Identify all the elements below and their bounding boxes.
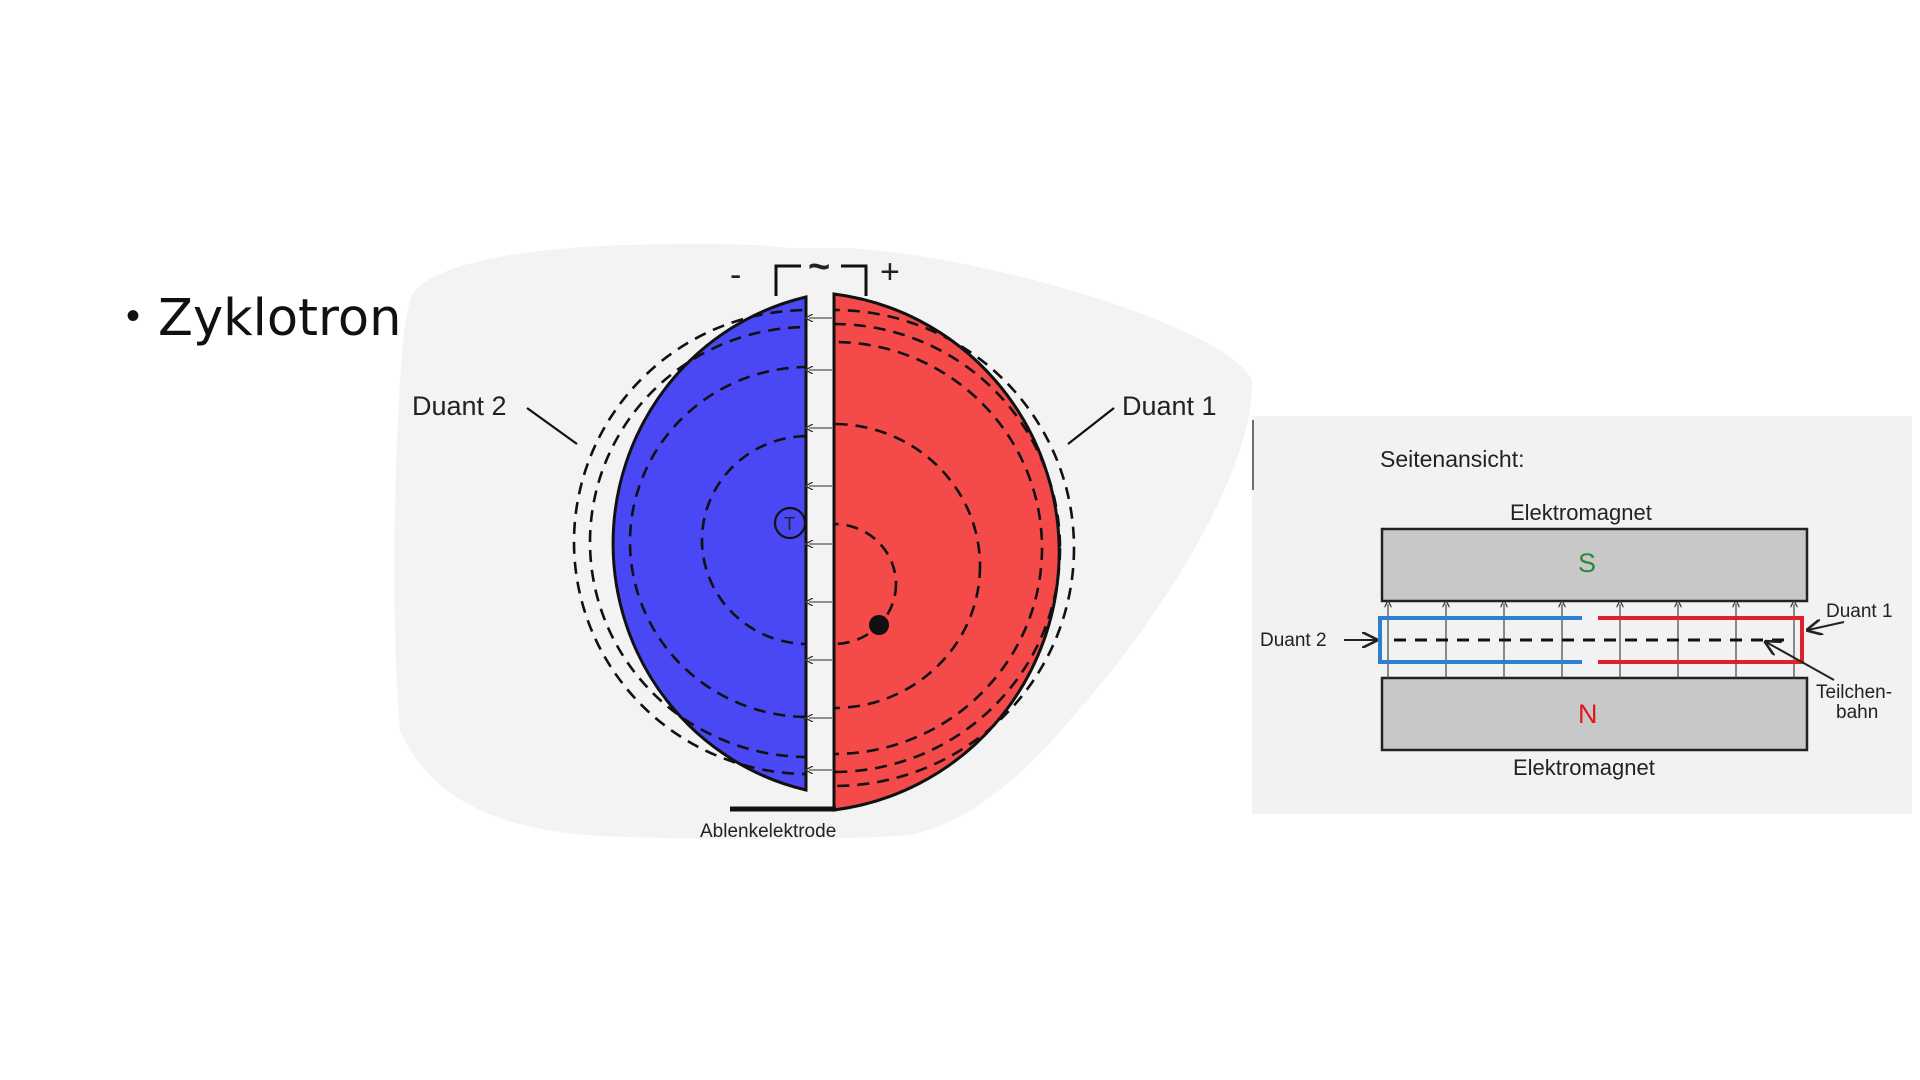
particle-path-left xyxy=(572,308,806,776)
side-duant-1-label: Duant 1 xyxy=(1826,601,1893,622)
particle-path-right xyxy=(834,308,1076,788)
duant-1-leader xyxy=(1067,407,1115,445)
side-duant-2-label: Duant 2 xyxy=(1260,630,1327,651)
path-label-line2: bahn xyxy=(1836,702,1878,723)
magnet-bottom-label: Elektromagnet xyxy=(1513,755,1655,780)
duant-2-shape xyxy=(611,295,808,792)
duant-1-side xyxy=(1598,616,1804,664)
voltage-connector xyxy=(774,264,868,296)
paper-background xyxy=(394,243,1253,840)
duant-2-side xyxy=(1378,616,1582,664)
bullet-text: Zyklotron xyxy=(158,289,402,348)
ablenkelektrode-label: Ablenkelektrode xyxy=(700,821,836,842)
pole-n-label: N xyxy=(1578,699,1598,729)
target-symbol: T xyxy=(784,514,795,534)
magnet-top xyxy=(1380,527,1809,603)
bullet-marker: • xyxy=(126,294,141,338)
minus-sign: - xyxy=(730,256,741,294)
plus-sign: + xyxy=(880,253,900,291)
side-view-panel: Seitenansicht: Elektromagnet S N Elektro… xyxy=(1252,416,1912,814)
magnet-top-label: Elektromagnet xyxy=(1510,500,1652,525)
magnet-bottom xyxy=(1380,676,1809,752)
duant-2-label: Duant 2 xyxy=(412,391,507,421)
side-view-title: Seitenansicht: xyxy=(1380,446,1524,472)
duant-1-label: Duant 1 xyxy=(1122,391,1217,421)
ac-symbol: ~ xyxy=(808,246,830,288)
side-duant-1-arrow xyxy=(1808,622,1845,630)
path-label-arrow xyxy=(1766,642,1835,681)
particle-dot xyxy=(869,615,889,635)
cyclotron-top-view: Ablenkelektrode ~ - + T Duant 2 Duant 1 xyxy=(394,243,1253,842)
field-arrows xyxy=(809,318,832,770)
duant-2-leader xyxy=(526,407,578,445)
target-circle xyxy=(773,506,807,540)
path-label-line1: Teilchen- xyxy=(1816,682,1892,703)
bullet-item: •Zyklotron xyxy=(126,292,401,344)
pole-s-label: S xyxy=(1578,548,1596,578)
